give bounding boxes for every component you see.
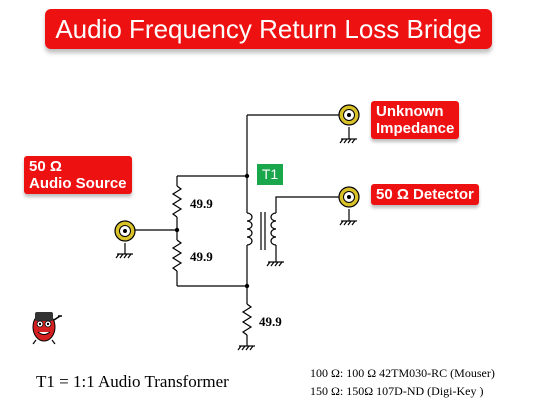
transformer-tag: T1 (257, 164, 283, 185)
connector-source-icon (114, 220, 136, 242)
detector-label-text: 50 Ω Detector (376, 186, 474, 203)
transformer-secondary (270, 212, 277, 246)
title-banner: Audio Frequency Return Loss Bridge (45, 9, 492, 49)
resistor-bottom (241, 303, 253, 336)
transformer-primary (246, 212, 253, 246)
part-note-100: 100 Ω: 100 Ω 42TM030-RC (Mouser) (310, 366, 495, 380)
wire-detector (275, 196, 339, 213)
title-text: Audio Frequency Return Loss Bridge (55, 14, 482, 44)
ground-icon (266, 258, 284, 267)
junction-dot (244, 283, 250, 289)
mascot-logo-icon (32, 312, 62, 345)
resistor-value-bottom: 49.9 (259, 314, 282, 329)
junction-dot (174, 227, 180, 233)
part-note-150: 150 Ω: 150Ω 107D-ND (Digi-Key ) (310, 384, 484, 398)
source-label-line2: Audio Source (29, 175, 127, 192)
source-label-line1: 50 Ω (29, 158, 62, 175)
ground-icon (115, 243, 133, 259)
unknown-impedance-label: Unknown Impedance (371, 101, 460, 139)
resistor-value-bottom-left: 49.9 (190, 249, 213, 264)
detector-label: 50 Ω Detector (371, 184, 479, 205)
junction-dot (244, 173, 250, 179)
audio-source-label: 50 Ω Audio Source (24, 156, 132, 194)
resistor-value-top-left: 49.9 (190, 196, 213, 211)
resistor-top-left (171, 185, 183, 218)
resistor-bottom-left (171, 239, 183, 272)
unknown-label-line1: Unknown (376, 103, 444, 120)
connector-detector-icon (338, 186, 360, 208)
transformer-tag-text: T1 (261, 166, 279, 182)
unknown-label-line2: Impedance (376, 120, 455, 137)
connector-unknown-icon (338, 104, 360, 126)
ground-icon (339, 209, 357, 226)
ground-icon (237, 342, 255, 351)
ground-icon (339, 127, 357, 144)
transformer-note: T1 = 1:1 Audio Transformer (36, 372, 229, 391)
